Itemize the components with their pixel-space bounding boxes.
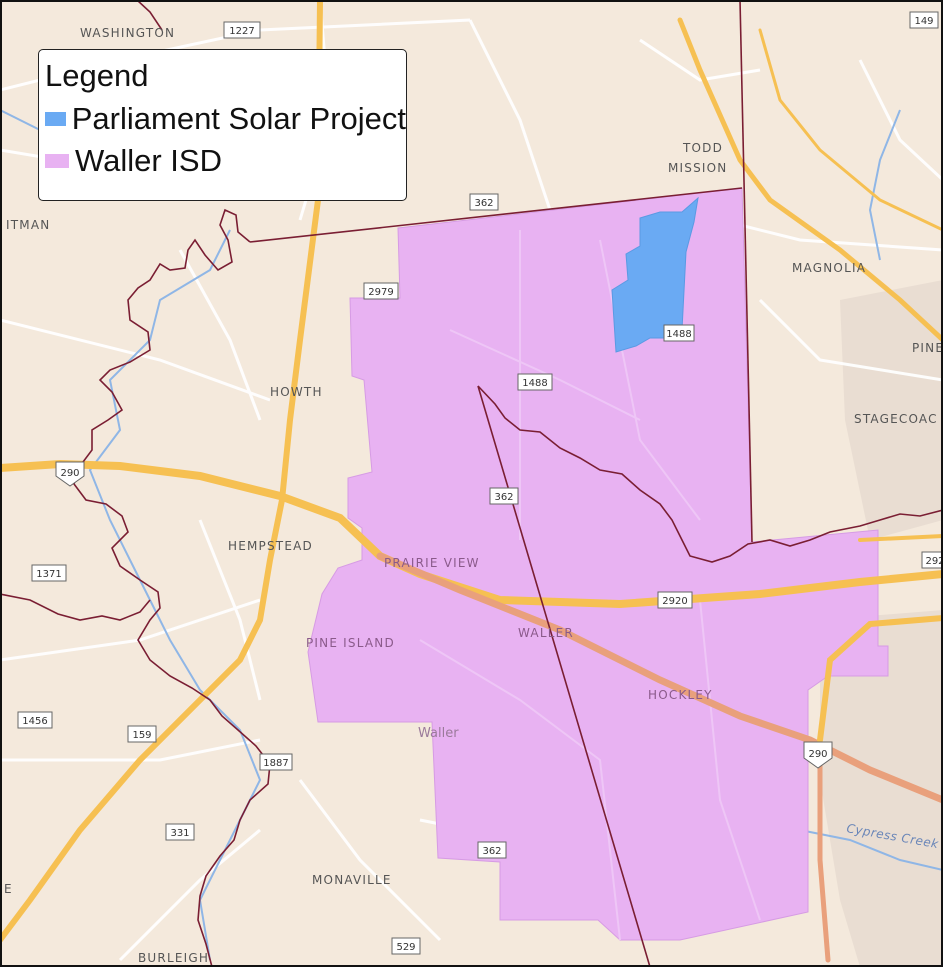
shield-2920: 2920 [657, 591, 693, 609]
label-todd: TODD [682, 141, 723, 155]
legend-item-parliament-solar: Parliament Solar Project [45, 98, 406, 140]
svg-text:1488: 1488 [522, 378, 547, 389]
shield-362-north: 362 [469, 193, 499, 211]
label-hempstead: HEMPSTEAD [228, 539, 313, 553]
svg-text:1456: 1456 [22, 716, 47, 727]
svg-text:362: 362 [482, 846, 501, 857]
svg-text:362: 362 [494, 492, 513, 503]
svg-text:149: 149 [914, 16, 933, 27]
shield-529: 529 [391, 937, 421, 955]
shield-331: 331 [165, 823, 195, 841]
svg-text:2979: 2979 [368, 287, 393, 298]
svg-text:1227: 1227 [229, 26, 254, 37]
shield-1371: 1371 [31, 564, 67, 582]
svg-text:362: 362 [474, 198, 493, 209]
label-pine-island: PINE ISLAND [306, 636, 395, 650]
svg-text:292: 292 [925, 556, 943, 567]
label-burleigh: BURLEIGH [138, 951, 209, 965]
legend-label-solar: Parliament Solar Project [71, 101, 406, 136]
label-mission: MISSION [668, 161, 728, 175]
shield-149: 149 [909, 11, 939, 29]
shield-2979: 2979 [363, 282, 399, 300]
shield-290-west: 290 [55, 461, 85, 487]
shield-1456: 1456 [17, 711, 53, 729]
label-prairie-view: PRAIRIE VIEW [384, 556, 480, 570]
label-washington: WASHINGTON [80, 26, 175, 40]
svg-text:529: 529 [396, 942, 415, 953]
label-pine: PINE [912, 341, 943, 355]
shield-159: 159 [127, 725, 157, 743]
legend-title: Legend [45, 58, 149, 93]
legend-swatch-isd [45, 154, 69, 168]
svg-text:2920: 2920 [662, 596, 687, 607]
svg-text:1371: 1371 [36, 569, 61, 580]
shield-292: 292 [921, 551, 943, 569]
label-howth: HOWTH [270, 385, 323, 399]
svg-text:290: 290 [808, 749, 827, 760]
label-stagecoach: STAGECOAC [854, 412, 938, 426]
shield-362-mid: 362 [489, 487, 519, 505]
place-labels: WASHINGTON TODD MISSION MAGNOLIA PINE ST… [4, 26, 943, 965]
label-waller-town: WALLER [518, 626, 574, 640]
urban-areas [820, 280, 943, 967]
label-magnolia: MAGNOLIA [792, 261, 866, 275]
parliament-solar-area[interactable] [611, 196, 699, 353]
svg-text:159: 159 [132, 730, 151, 741]
legend-item-waller-isd: Waller ISD [45, 140, 406, 182]
shield-1488-east: 1488 [663, 324, 695, 342]
label-monaville: MONAVILLE [312, 873, 392, 887]
road-shields: 1227 149 362 2979 1488 1488 290 362 1371… [17, 11, 943, 955]
shield-1887: 1887 [259, 753, 293, 771]
shield-1488: 1488 [517, 373, 553, 391]
legend-label-isd: Waller ISD [75, 143, 222, 178]
svg-text:1488: 1488 [666, 329, 691, 340]
shield-362-south: 362 [477, 841, 507, 859]
label-whitman: ITMAN [6, 218, 50, 232]
label-e: E [4, 882, 13, 896]
label-hockley: HOCKLEY [648, 688, 713, 702]
legend-swatch-solar [45, 112, 66, 126]
waller-isd-area[interactable] [307, 187, 889, 941]
legend-panel: Legend Parliament Solar Project Waller I… [38, 49, 407, 201]
svg-text:331: 331 [170, 828, 189, 839]
svg-text:1887: 1887 [263, 758, 288, 769]
shield-290-east: 290 [803, 741, 833, 769]
svg-text:290: 290 [60, 468, 79, 479]
label-waller-county: Waller [418, 726, 459, 741]
shield-1227: 1227 [223, 21, 261, 39]
